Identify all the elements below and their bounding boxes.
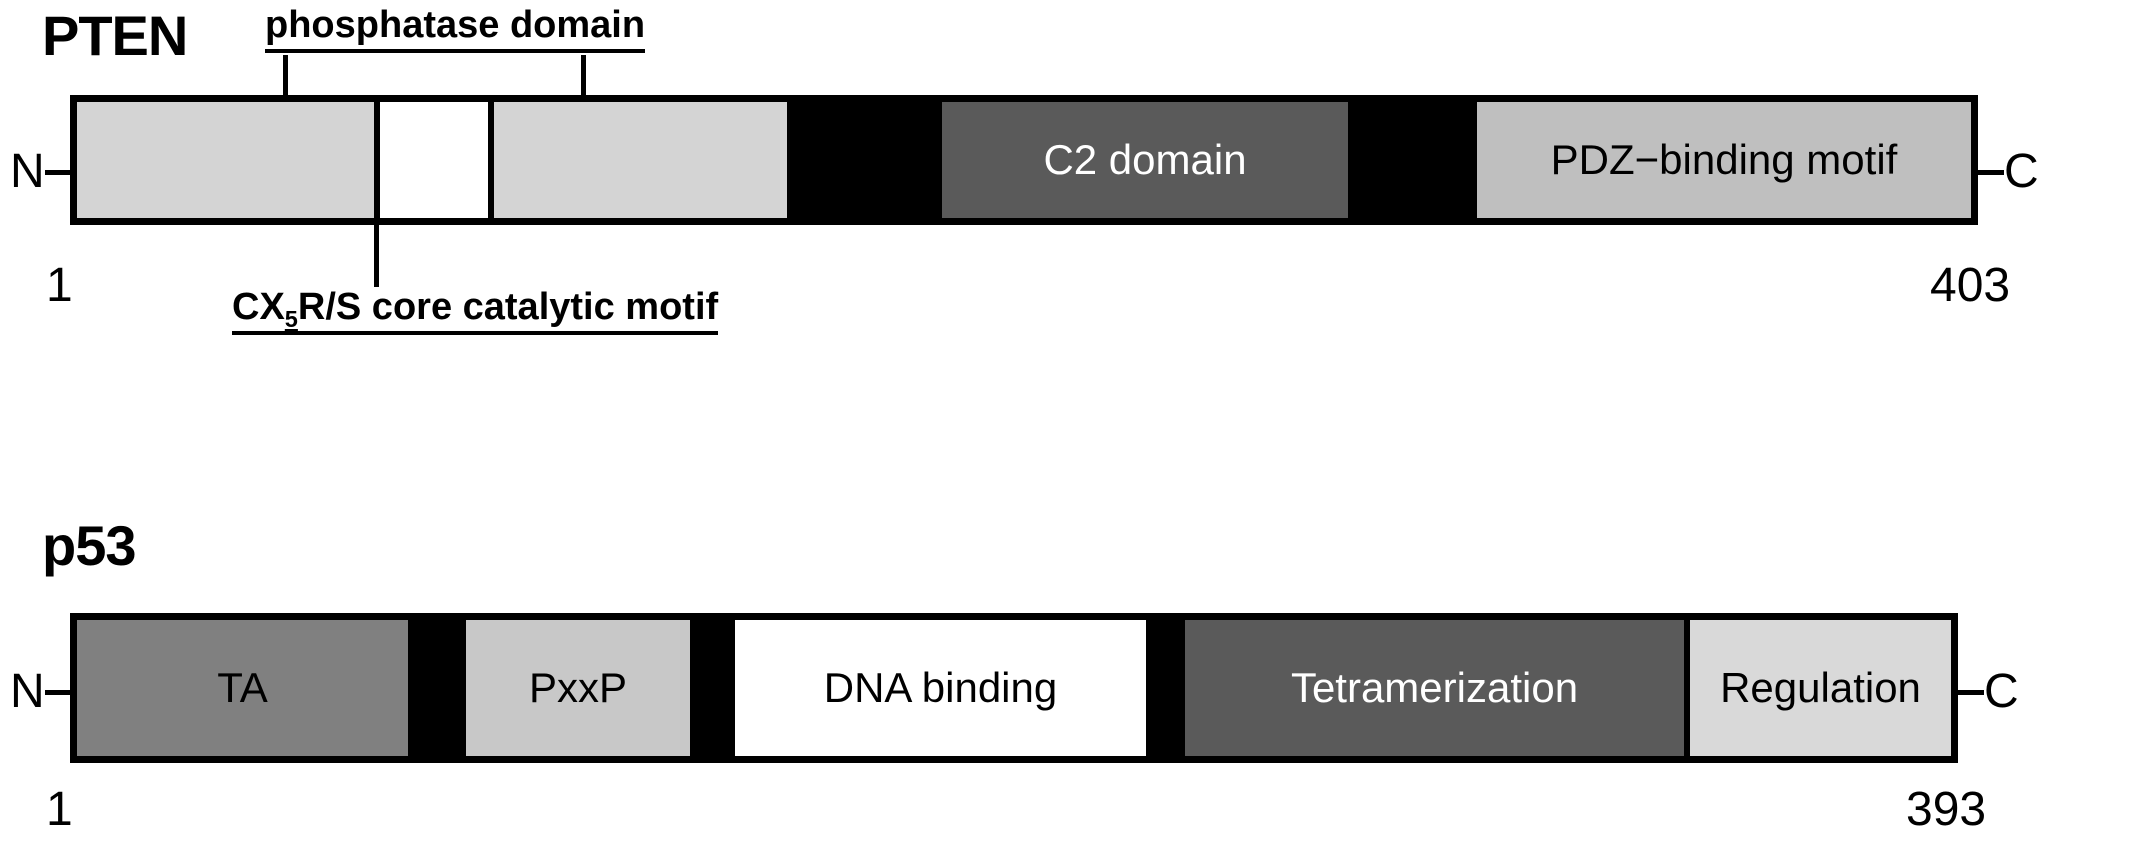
annotation-cx5rs-core-catalytic-motif: CX5R/S core catalytic motif: [232, 286, 719, 335]
annotation-phosphatase-domain: phosphatase domain: [265, 5, 646, 53]
p53-domain-regulation-label: Regulation: [1720, 664, 1921, 711]
pten-domain-c2: C2 domain: [942, 102, 1348, 218]
p53-domain-bar: TA PxxP DNA binding Tetramerization Regu…: [70, 613, 1958, 763]
pten-domain-phosphatase-left: [77, 102, 374, 218]
annotation-cx5rs-suffix: R/S core catalytic motif: [297, 286, 719, 328]
pten-domain-c2-label: C2 domain: [1043, 136, 1247, 183]
leader-line-phosphatase-left: [283, 55, 288, 105]
pten-domain-pdz-binding-motif-label: PDZ−binding motif: [1550, 136, 1898, 183]
p53-domain-regulation: Regulation: [1690, 620, 1951, 756]
pten-n-terminus-stub: [44, 169, 71, 175]
p53-domain-ta: TA: [77, 620, 408, 756]
pten-domain-cx5rs-motif: [380, 102, 488, 218]
annotation-cx5rs-subscript: 5: [284, 305, 298, 332]
annotation-cx5rs-prefix: CX: [232, 286, 285, 328]
p53-domain-dna-binding: DNA binding: [735, 620, 1146, 756]
pten-c-terminus-stub: [1978, 169, 2004, 175]
p53-domain-dna-binding-label: DNA binding: [823, 664, 1058, 711]
p53-c-terminus-stub: [1958, 689, 1984, 695]
p53-n-terminus-stub: [44, 689, 71, 695]
p53-c-terminus: C: [1958, 668, 2019, 716]
leader-line-cx5rs-motif: [374, 225, 379, 287]
pten-c-terminus-label: C: [2004, 145, 2039, 198]
p53-c-terminus-label: C: [1984, 665, 2019, 718]
pten-end-residue: 403: [1930, 259, 2011, 312]
pten-c-terminus: C: [1978, 148, 2039, 196]
pten-protein-title: PTEN: [42, 4, 188, 67]
pten-n-terminus: N: [10, 148, 71, 196]
pten-n-terminus-label: N: [10, 145, 45, 198]
pten-domain-phosphatase-right: [494, 102, 787, 218]
p53-domain-tetramerization-label: Tetramerization: [1290, 664, 1579, 711]
p53-end-residue: 393: [1906, 783, 1987, 836]
p53-n-terminus-label: N: [10, 665, 45, 718]
p53-domain-ta-label: TA: [217, 664, 268, 711]
p53-domain-pxxp: PxxP: [466, 620, 690, 756]
p53-start-residue: 1: [46, 783, 73, 836]
pten-start-residue: 1: [46, 259, 73, 312]
pten-domain-pdz-binding-motif: PDZ−binding motif: [1477, 102, 1971, 218]
p53-n-terminus: N: [10, 668, 71, 716]
p53-domain-pxxp-label: PxxP: [528, 664, 628, 711]
p53-domain-tetramerization: Tetramerization: [1185, 620, 1684, 756]
pten-domain-bar: C2 domain PDZ−binding motif: [70, 95, 1978, 225]
p53-protein-title: p53: [42, 514, 136, 577]
